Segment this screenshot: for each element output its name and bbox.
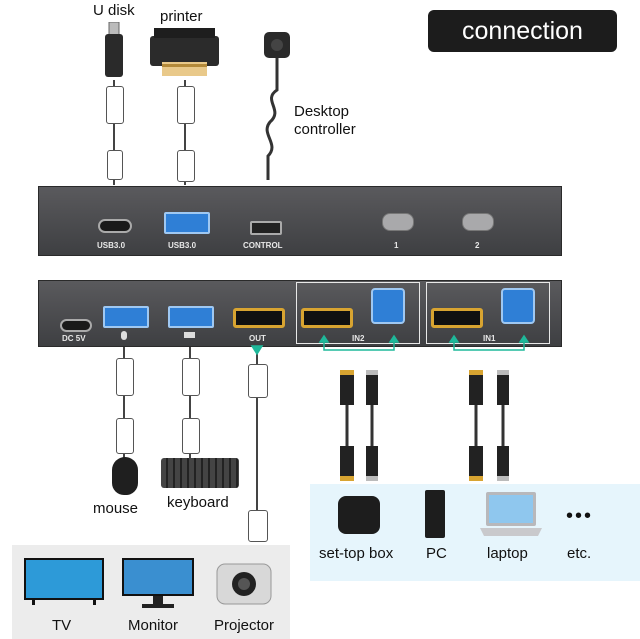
tv-icon [24,558,104,605]
display-label-monitor: Monitor [128,617,179,634]
set-top-box-icon [338,496,380,534]
laptop-icon [480,492,542,538]
in1-hdmi-plug-bottom [469,446,483,481]
keyboard-connector-top [182,358,200,396]
dc-5v-port [60,319,92,332]
source-label-etc: etc. [567,545,592,562]
in1-usb-plug-top [497,370,509,405]
button-2-label: 2 [475,241,480,250]
button-1-label: 1 [394,241,399,250]
source-label-set-top-box: set-top box [319,545,394,562]
hdmi-out-connector-bottom [248,510,268,542]
control-label: CONTROL [243,241,283,250]
u-disk-connector [106,86,124,124]
hdmi-out-port [233,308,285,328]
top-usb-c-label: USB3.0 [97,241,126,250]
desktop-controller-icon [258,30,298,182]
display-label-tv: TV [52,617,72,634]
printer-plug [177,150,195,182]
in1-label: IN1 [483,334,496,343]
source-label-pc: PC [426,545,447,562]
pc-icon [425,490,445,538]
in2-hdmi-plug-top [340,370,354,405]
in2-usb-b-port [371,288,405,324]
mouse-connector-bottom [116,418,134,454]
printer-label: printer [160,8,203,25]
u-disk-icon [105,22,123,77]
printer-connector [177,86,195,124]
title-badge: connection [428,10,617,52]
display-label-projector: Projector [214,617,275,634]
top-usb-c-port [98,219,132,233]
keyboard-usb-port [168,306,214,328]
monitor-icon [122,558,194,608]
mouse-icon [112,457,138,495]
in1-usb-plug-bottom [497,446,509,481]
projector-icon [215,560,273,606]
desktop-controller-label-2: controller [294,121,356,138]
keyboard-label: keyboard [167,494,229,511]
mouse-connector-top [116,358,134,396]
switch-button-2[interactable] [462,213,494,231]
dc-5v-label: DC 5V [62,334,86,343]
in2-hdmi-port [301,308,353,328]
in2-hdmi-plug-bottom [340,446,354,481]
in1-hdmi-plug-top [469,370,483,405]
u-disk-label: U disk [93,2,135,19]
in2-label: IN2 [352,334,365,343]
keyboard-icon [161,458,239,488]
top-usb-a-port [164,212,210,234]
desktop-controller-label-1: Desktop [294,103,350,120]
printer-icon [146,28,223,78]
mouse-label: mouse [93,500,139,517]
source-label-laptop: laptop [487,545,528,562]
in2-usb-plug-top [366,370,378,405]
switch-button-1[interactable] [382,213,414,231]
in2-frame [296,282,420,344]
mouse-usb-port [103,306,149,328]
hdmi-out-connector-top [248,364,268,398]
in1-usb-b-port [501,288,535,324]
control-port [250,221,282,235]
keyboard-connector-bottom [182,418,200,454]
keyboard-port-icon [184,332,195,338]
in1-frame [426,282,550,344]
out-label: OUT [249,334,266,343]
in2-usb-plug-bottom [366,446,378,481]
mouse-port-icon [121,331,127,340]
u-disk-plug [107,150,123,180]
in1-hdmi-port [431,308,483,328]
top-usb-a-label: USB3.0 [168,241,197,250]
etc-icon: ••• [566,505,594,527]
